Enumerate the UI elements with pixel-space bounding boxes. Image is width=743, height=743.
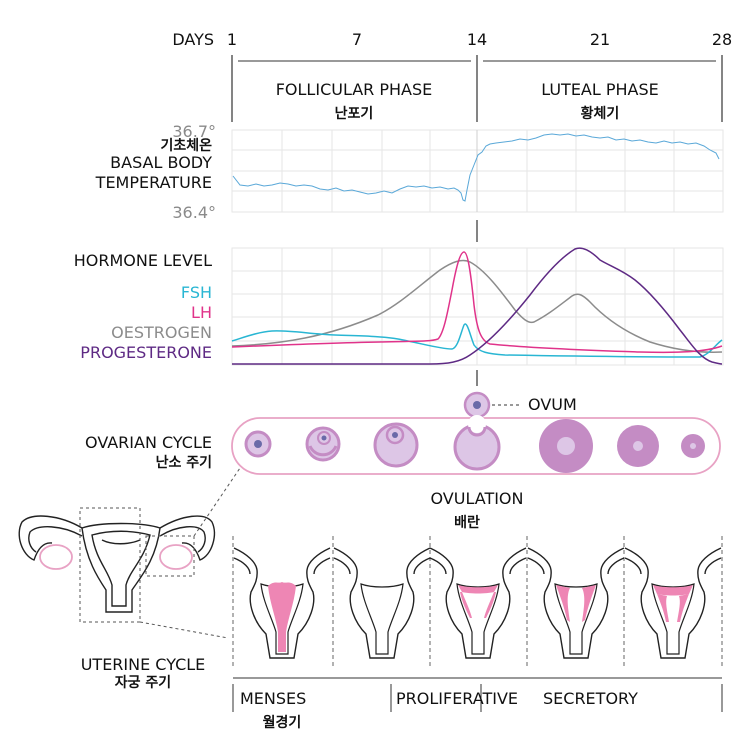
right-ovary-icon [159, 544, 193, 570]
follicle-primary [244, 430, 272, 458]
ovarian-cycle-label: OVARIAN CYCLE [85, 433, 212, 452]
follicular-phase-label: FOLLICULAR PHASE [276, 80, 433, 99]
days-label: DAYS [172, 30, 214, 49]
uterus-late-secretory [624, 547, 722, 659]
uterine-cycle-label: UTERINE CYCLE [81, 655, 206, 674]
corpus-luteum-large [539, 419, 593, 473]
legend-lh: LH [191, 303, 212, 322]
proliferative-label: PROLIFERATIVE [396, 689, 518, 708]
left-ovary-icon [39, 544, 73, 570]
temperature-label-line2: TEMPERATURE [95, 173, 212, 192]
follicle-ruptured [453, 415, 501, 471]
progesterone-curve [232, 247, 723, 365]
menses-ko: 월경기 [263, 714, 302, 731]
hormone-level-title: HORMONE LEVEL [74, 251, 212, 270]
day-tick-14: 14 [467, 30, 487, 49]
legend-oestrogen: OESTROGEN [111, 323, 212, 342]
luteal-phase-label: LUTEAL PHASE [541, 80, 659, 99]
ovum: OVUM [463, 391, 577, 419]
uterine-cycle-ko: 자궁 주기 [115, 675, 171, 691]
hormone-panel: HORMONE LEVEL FSH LH OESTROGEN PROGESTER… [74, 247, 724, 366]
temperature-panel: 기초체온 BASAL BODY TEMPERATURE 36.7° 36.4° [95, 122, 724, 222]
uterus-overview-illustration [18, 515, 216, 613]
ovary-zoom-leader [193, 467, 241, 537]
hormone-grid [231, 247, 724, 366]
follicle-secondary [305, 426, 341, 462]
follicle-tertiary [373, 422, 419, 468]
temperature-label-line1: BASAL BODY [110, 153, 212, 172]
corpus-albicans [681, 434, 705, 458]
temperature-low-value: 36.4° [172, 203, 216, 222]
uterus-early-proliferative [333, 547, 431, 659]
uterus-late-proliferative [429, 547, 527, 659]
uterus-zoom-leader [139, 621, 229, 639]
day-tick-7: 7 [352, 30, 362, 49]
uterus-menses [233, 547, 331, 659]
uterine-stage-dividers [232, 536, 723, 666]
ovarian-cycle: OVARIAN CYCLE 난소 주기 [85, 415, 721, 531]
ovulation-ko: 배란 [454, 514, 480, 531]
temperature-label-ko: 기초체온 [160, 138, 212, 154]
uterus-early-secretory [527, 547, 625, 659]
ovary-focus-box [145, 535, 195, 577]
timeline-header: DAYS 1 7 14 21 28 FOLLICULAR PHASE 난포기 L… [172, 30, 732, 122]
ovum-label: OVUM [528, 395, 577, 414]
day-tick-21: 21 [590, 30, 610, 49]
day-tick-28: 28 [712, 30, 732, 49]
menses-label: MENSES [240, 689, 306, 708]
fsh-curve [231, 323, 723, 358]
legend-progesterone: PROGESTERONE [80, 343, 212, 362]
uterus-focus-box [79, 507, 141, 623]
follicular-phase-ko: 난포기 [335, 105, 374, 122]
uterine-cycle: UTERINE CYCLE 자궁 주기 [81, 536, 723, 731]
ovulation-label: OVULATION [430, 489, 523, 508]
temperature-high-value: 36.7° [172, 122, 216, 141]
ovarian-cycle-ko: 난소 주기 [156, 454, 212, 471]
legend-fsh: FSH [181, 283, 212, 302]
secretory-label: SECRETORY [543, 689, 638, 708]
corpus-luteum-medium [617, 425, 659, 467]
oestrogen-curve [231, 259, 723, 353]
day-tick-1: 1 [227, 30, 237, 49]
lh-curve [231, 251, 723, 354]
temperature-curve [232, 133, 720, 202]
luteal-phase-ko: 황체기 [581, 105, 620, 122]
